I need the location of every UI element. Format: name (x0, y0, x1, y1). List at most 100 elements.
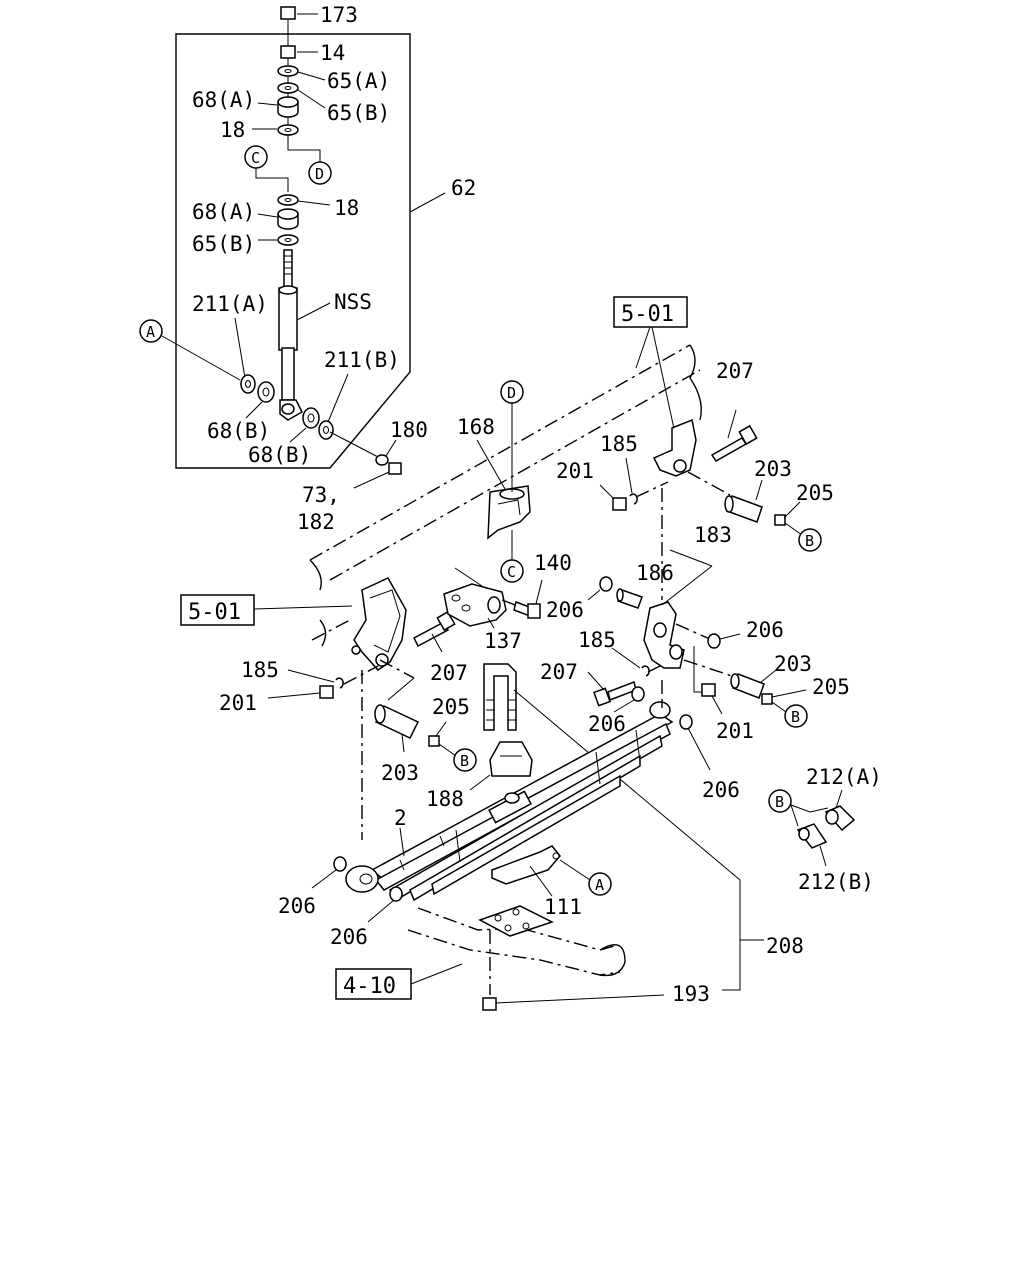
pin-185-mid (641, 665, 650, 677)
label-18-top: 18 (220, 118, 245, 142)
label-206-e: 206 (278, 894, 316, 918)
callout-d-top (308, 161, 332, 185)
label-68a-top: 68(A) (192, 88, 255, 112)
nipple-205-right (761, 693, 773, 705)
label-201-top: 201 (556, 459, 594, 483)
shock-absorber-group: 173 14 65(A) 65(B) 68(A) 18 D C (139, 3, 476, 469)
label-203-right: 203 (774, 652, 812, 676)
axle-housing (407, 905, 626, 977)
label-201-right: 201 (716, 719, 754, 743)
group-62-outline (175, 33, 411, 469)
bushing-68b-right (302, 407, 320, 429)
callout-b-grease-letter: B (775, 793, 784, 811)
nut-73-182 (388, 462, 402, 475)
callout-c-bottom (500, 559, 524, 583)
washer-65a (277, 65, 299, 77)
label-62: 62 (451, 176, 476, 200)
washer-206-a (599, 576, 613, 592)
label-168: 168 (457, 415, 495, 439)
pin-185-top (629, 493, 638, 505)
callout-a-bracket (588, 872, 612, 896)
label-18-mid: 18 (334, 196, 359, 220)
label-206-b: 206 (746, 618, 784, 642)
callout-b-top-letter: B (805, 532, 814, 550)
bracket-137 (443, 567, 507, 627)
washer-18-mid (277, 194, 299, 206)
nipple-205-top (774, 514, 786, 526)
bump-stopper-168 (487, 485, 531, 540)
bolt-207-top (710, 424, 758, 462)
label-2: 2 (394, 806, 407, 830)
label-208: 208 (766, 934, 804, 958)
leaf-spring-2 (345, 701, 674, 902)
nut-201-right (701, 683, 716, 697)
washer-180 (375, 454, 389, 466)
label-111: 111 (544, 895, 582, 919)
nut-14 (280, 45, 296, 59)
label-68b-right: 68(B) (248, 443, 311, 467)
callout-c-bottom-letter: C (507, 563, 516, 581)
washer-206-b (707, 633, 721, 649)
label-137: 137 (484, 629, 522, 653)
label-14: 14 (320, 41, 345, 65)
callout-b-top (798, 528, 822, 552)
rubber-stopper-188 (489, 741, 533, 777)
label-nss: NSS (334, 290, 372, 314)
ref-box-axle-text: 4-10 (343, 974, 396, 999)
u-bolt-208 (483, 663, 517, 731)
ref-box-frame-left (180, 594, 255, 626)
frame-rail (309, 344, 702, 647)
washer-18-top (277, 124, 299, 136)
pin-203-top (724, 495, 763, 523)
label-201-left: 201 (219, 691, 257, 715)
washer-211a (240, 374, 256, 394)
callout-a-left-letter: A (146, 323, 155, 341)
grease-nipple-212b (796, 823, 828, 849)
label-203-top: 203 (754, 457, 792, 481)
label-207-top: 207 (716, 359, 754, 383)
bolt-140 (513, 601, 541, 619)
nipple-205-left (428, 735, 440, 747)
label-140: 140 (534, 551, 572, 575)
grease-nipple-212a (824, 805, 856, 832)
label-206-d: 206 (702, 778, 740, 802)
label-206-c: 206 (588, 712, 626, 736)
nut-201-left (319, 685, 334, 699)
rear-hanger-bracket (652, 418, 697, 477)
label-205-right: 205 (812, 675, 850, 699)
label-203-left: 203 (381, 761, 419, 785)
pin-185-left (335, 677, 344, 689)
label-185-mid: 185 (578, 628, 616, 652)
callout-d-bottom-letter: D (507, 384, 516, 402)
bracket-111 (491, 845, 561, 885)
callout-b-right (784, 704, 808, 728)
label-182: 182 (297, 510, 335, 534)
label-193: 193 (672, 982, 710, 1006)
washer-211b (318, 420, 334, 440)
ref-box-frame-top-text: 5-01 (621, 302, 674, 327)
label-65b-top: 65(B) (327, 101, 390, 125)
ref-box-frame-left-text: 5-01 (188, 600, 241, 625)
label-205-left: 205 (432, 695, 470, 719)
label-212b: 212(B) (798, 870, 874, 894)
washer-206-e (333, 856, 347, 872)
bushing-68b-left (257, 381, 275, 403)
pin-203-right (730, 673, 765, 699)
label-65b-mid: 65(B) (192, 232, 255, 256)
label-183: 183 (694, 523, 732, 547)
washer-206-f (389, 886, 403, 902)
nut-201-top (612, 497, 627, 511)
nut-173 (280, 6, 296, 20)
label-211b: 211(B) (324, 348, 400, 372)
label-68b-left: 68(B) (207, 419, 270, 443)
washer-65b-top (277, 82, 299, 94)
washer-206-d (679, 714, 693, 730)
label-212a: 212(A) (806, 765, 882, 789)
callout-b-left (453, 748, 477, 772)
label-68a-mid: 68(A) (192, 200, 255, 224)
bolt-207-left (413, 610, 456, 648)
pin-203-left (374, 704, 420, 739)
label-188: 188 (426, 787, 464, 811)
washer-65b-mid (277, 234, 299, 246)
callout-a-bracket-letter: A (595, 876, 604, 894)
